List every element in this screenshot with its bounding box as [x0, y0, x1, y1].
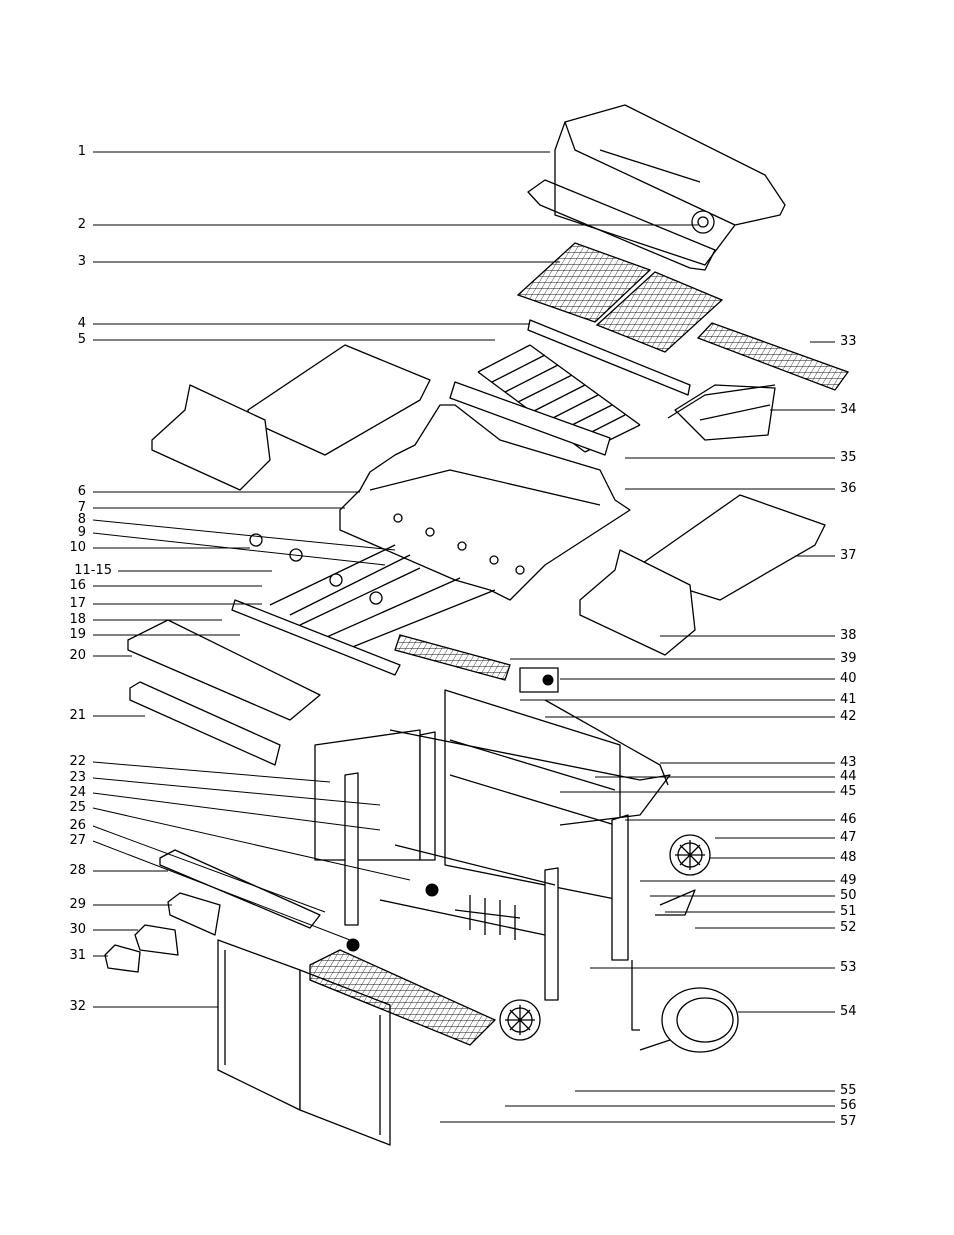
warming-rack — [696, 322, 850, 391]
callout-42: 42 — [840, 709, 857, 724]
callout-10: 10 — [69, 540, 86, 555]
smoker-box — [667, 384, 776, 441]
callout-6: 6 — [77, 484, 86, 499]
callout-46: 46 — [840, 812, 857, 827]
callout-8: 8 — [77, 512, 86, 527]
callout-55: 55 — [840, 1083, 857, 1098]
callout-32: 32 — [69, 999, 86, 1014]
front-frame — [129, 681, 281, 766]
callout-57: 57 — [840, 1114, 857, 1129]
crossover-tube — [394, 634, 511, 681]
callout-53: 53 — [840, 960, 857, 975]
callout-17: 17 — [69, 596, 86, 611]
leaders-right — [440, 341, 835, 1123]
left-side-shelf — [247, 344, 431, 456]
right-shelf-bracket — [579, 549, 696, 656]
callout-18: 18 — [69, 612, 86, 627]
callout-43: 43 — [840, 755, 857, 770]
callout-40: 40 — [840, 671, 857, 686]
callout-54: 54 — [840, 1004, 857, 1019]
callout-9: 9 — [77, 525, 86, 540]
callout-24: 24 — [69, 785, 86, 800]
left-shelf-bracket — [151, 384, 271, 491]
callout-34: 34 — [840, 402, 857, 417]
callout-50: 50 — [840, 888, 857, 903]
callout-23: 23 — [69, 770, 86, 785]
callout-20: 20 — [69, 648, 86, 663]
callout-28: 28 — [69, 863, 86, 878]
callout-2: 2 — [77, 217, 86, 232]
callout-39: 39 — [840, 651, 857, 666]
callout-4: 4 — [77, 316, 86, 331]
callout-38: 38 — [840, 628, 857, 643]
cooking-grates — [516, 242, 724, 353]
gas-hose — [639, 987, 739, 1053]
callout-37: 37 — [840, 548, 857, 563]
callout-1: 1 — [77, 144, 86, 159]
callout-31: 31 — [69, 948, 86, 963]
callout-41: 41 — [840, 692, 857, 707]
thermometer — [691, 210, 715, 234]
callout-16: 16 — [69, 578, 86, 593]
callout-33: 33 — [840, 334, 857, 349]
callout-52: 52 — [840, 920, 857, 935]
callout-7: 7 — [77, 500, 86, 515]
callout-44: 44 — [840, 769, 857, 784]
front-wheel — [499, 999, 541, 1041]
drip-pan-liner — [104, 944, 141, 973]
control-knobs — [249, 533, 383, 605]
catch-pan — [134, 924, 179, 956]
callout-11-15: 11-15 — [74, 563, 112, 578]
callout-48: 48 — [840, 850, 857, 865]
callout-21: 21 — [69, 708, 86, 723]
valve-caster — [425, 883, 439, 897]
callout-30: 30 — [69, 922, 86, 937]
bottom-shelf — [309, 949, 497, 1046]
wheel — [669, 834, 711, 876]
callout-51: 51 — [840, 904, 857, 919]
tank-scale — [631, 889, 696, 1031]
control-panel — [127, 619, 321, 721]
callout-5: 5 — [77, 332, 86, 347]
callout-3: 3 — [77, 254, 86, 269]
heat-deflector-rail — [527, 319, 691, 396]
catch-pan-holder — [167, 892, 221, 936]
callout-19: 19 — [69, 627, 86, 642]
callout-56: 56 — [840, 1098, 857, 1113]
callout-35: 35 — [840, 450, 857, 465]
callout-29: 29 — [69, 897, 86, 912]
callout-22: 22 — [69, 754, 86, 769]
lid — [527, 104, 786, 271]
callout-47: 47 — [840, 830, 857, 845]
callout-26: 26 — [69, 818, 86, 833]
caster — [346, 938, 360, 952]
cookbox — [339, 381, 631, 601]
cart-frame — [314, 689, 671, 1001]
cabinet-doors — [217, 939, 391, 1146]
callout-49: 49 — [840, 873, 857, 888]
burner-valves — [454, 895, 521, 940]
gas-manifold — [231, 599, 401, 676]
callout-36: 36 — [840, 481, 857, 496]
callout-25: 25 — [69, 800, 86, 815]
callout-27: 27 — [69, 833, 86, 848]
drip-tray — [159, 849, 321, 929]
callout-45: 45 — [840, 784, 857, 799]
leaders-left — [92, 151, 698, 1008]
igniter — [519, 667, 559, 693]
